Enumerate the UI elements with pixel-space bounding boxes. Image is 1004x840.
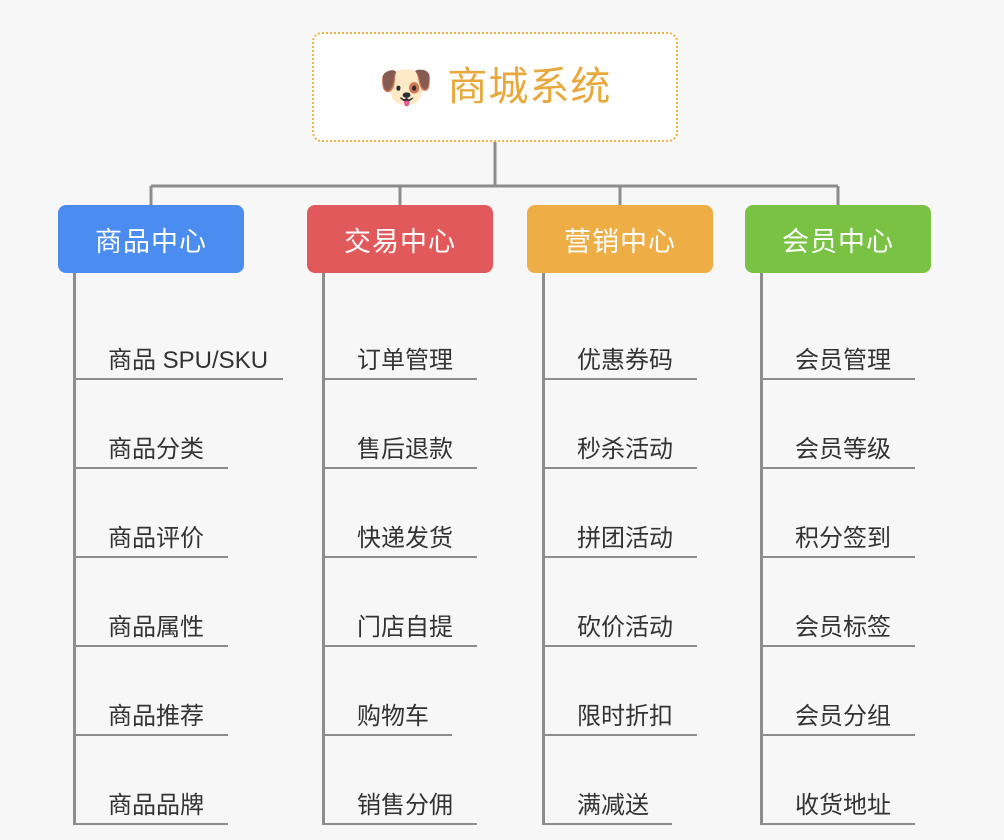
leaf-label: 商品分类 xyxy=(108,435,204,463)
leaf-label: 优惠券码 xyxy=(577,346,673,374)
leaf-item[interactable]: 商品品牌 xyxy=(73,736,268,825)
column-trade-center: 交易中心订单管理售后退款快递发货门店自提购物车销售分佣 xyxy=(307,205,493,825)
leaf-item[interactable]: 积分签到 xyxy=(760,469,931,558)
category-header-label: 商品中心 xyxy=(95,226,207,257)
dog-face-icon: 🐶 xyxy=(378,63,434,112)
leaf-label: 购物车 xyxy=(357,702,429,730)
leaf-label: 会员分组 xyxy=(795,702,891,730)
leaf-item[interactable]: 秒杀活动 xyxy=(542,380,713,469)
leaf-item[interactable]: 门店自提 xyxy=(322,558,493,647)
leaf-item[interactable]: 会员分组 xyxy=(760,647,931,736)
category-header-marketing-center[interactable]: 营销中心 xyxy=(527,205,713,273)
leaf-item[interactable]: 砍价活动 xyxy=(542,558,713,647)
leaf-item[interactable]: 商品 SPU/SKU xyxy=(73,291,283,380)
leaf-underline xyxy=(542,467,697,469)
leaf-item[interactable]: 购物车 xyxy=(322,647,493,736)
leaf-item[interactable]: 销售分佣 xyxy=(322,736,493,825)
leaf-item[interactable]: 会员等级 xyxy=(760,380,931,469)
leaf-underline xyxy=(542,823,672,825)
leaf-underline xyxy=(760,645,915,647)
leaf-underline xyxy=(542,645,697,647)
leaf-label: 商品 SPU/SKU xyxy=(108,346,269,374)
leaf-underline xyxy=(73,645,228,647)
leaf-item[interactable]: 商品推荐 xyxy=(73,647,268,736)
leaf-item[interactable]: 收货地址 xyxy=(760,736,931,825)
leaf-label: 会员等级 xyxy=(795,435,891,463)
leaf-item[interactable]: 会员管理 xyxy=(760,291,931,380)
leaf-item[interactable]: 商品属性 xyxy=(73,558,268,647)
leaf-underline xyxy=(322,823,477,825)
column-member-center: 会员中心会员管理会员等级积分签到会员标签会员分组收货地址 xyxy=(745,205,931,825)
leaf-item[interactable]: 满减送 xyxy=(542,736,713,825)
leaf-item[interactable]: 会员标签 xyxy=(760,558,931,647)
category-header-product-center[interactable]: 商品中心 xyxy=(58,205,244,273)
leaf-label: 售后退款 xyxy=(357,435,453,463)
leaf-label: 快递发货 xyxy=(357,524,453,552)
leaf-underline xyxy=(760,378,915,380)
leaf-list: 订单管理售后退款快递发货门店自提购物车销售分佣 xyxy=(322,273,493,825)
leaf-underline xyxy=(322,378,477,380)
leaf-item[interactable]: 优惠券码 xyxy=(542,291,713,380)
leaf-label: 限时折扣 xyxy=(577,702,673,730)
leaf-underline xyxy=(542,556,697,558)
leaf-label: 积分签到 xyxy=(795,524,891,552)
leaf-label: 秒杀活动 xyxy=(577,435,673,463)
root-title: 商城系统 xyxy=(447,65,612,109)
leaf-label: 销售分佣 xyxy=(357,791,453,819)
category-header-member-center[interactable]: 会员中心 xyxy=(745,205,931,273)
leaf-label: 商品推荐 xyxy=(108,702,204,730)
leaf-underline xyxy=(73,556,228,558)
leaf-label: 会员管理 xyxy=(795,346,891,374)
leaf-item[interactable]: 商品分类 xyxy=(73,380,268,469)
leaf-label: 拼团活动 xyxy=(577,524,673,552)
leaf-underline xyxy=(542,378,697,380)
leaf-underline xyxy=(322,645,477,647)
leaf-underline xyxy=(760,823,915,825)
leaf-item[interactable]: 拼团活动 xyxy=(542,469,713,558)
leaf-list: 商品 SPU/SKU 商品分类商品评价商品属性商品推荐商品品牌 xyxy=(73,273,283,825)
category-header-trade-center[interactable]: 交易中心 xyxy=(307,205,493,273)
leaf-label: 砍价活动 xyxy=(577,613,673,641)
column-product-center: 商品中心商品 SPU/SKU 商品分类商品评价商品属性商品推荐商品品牌 xyxy=(58,205,283,825)
leaf-label: 满减送 xyxy=(577,791,649,819)
leaf-underline xyxy=(73,378,283,380)
column-marketing-center: 营销中心优惠券码秒杀活动拼团活动砍价活动限时折扣满减送 xyxy=(527,205,713,825)
leaf-list: 会员管理会员等级积分签到会员标签会员分组收货地址 xyxy=(760,273,931,825)
leaf-underline xyxy=(322,556,477,558)
leaf-item[interactable]: 商品评价 xyxy=(73,469,268,558)
leaf-underline xyxy=(73,467,228,469)
leaf-label: 商品属性 xyxy=(108,613,204,641)
category-header-label: 营销中心 xyxy=(564,226,676,257)
category-header-label: 会员中心 xyxy=(782,226,894,257)
leaf-underline xyxy=(73,734,228,736)
leaf-label: 商品品牌 xyxy=(108,791,204,819)
leaf-item[interactable]: 订单管理 xyxy=(322,291,493,380)
leaf-item[interactable]: 售后退款 xyxy=(322,380,493,469)
leaf-label: 收货地址 xyxy=(795,791,891,819)
root-node[interactable]: 🐶 商城系统 xyxy=(312,32,678,142)
leaf-label: 门店自提 xyxy=(357,613,453,641)
leaf-label: 会员标签 xyxy=(795,613,891,641)
leaf-underline xyxy=(322,734,452,736)
leaf-underline xyxy=(760,734,915,736)
category-header-label: 交易中心 xyxy=(344,226,456,257)
leaf-underline xyxy=(73,823,228,825)
leaf-underline xyxy=(542,734,697,736)
leaf-underline xyxy=(322,467,477,469)
leaf-item[interactable]: 快递发货 xyxy=(322,469,493,558)
leaf-label: 订单管理 xyxy=(357,346,453,374)
leaf-list: 优惠券码秒杀活动拼团活动砍价活动限时折扣满减送 xyxy=(542,273,713,825)
leaf-label: 商品评价 xyxy=(108,524,204,552)
leaf-item[interactable]: 限时折扣 xyxy=(542,647,713,736)
leaf-underline xyxy=(760,467,915,469)
leaf-underline xyxy=(760,556,915,558)
